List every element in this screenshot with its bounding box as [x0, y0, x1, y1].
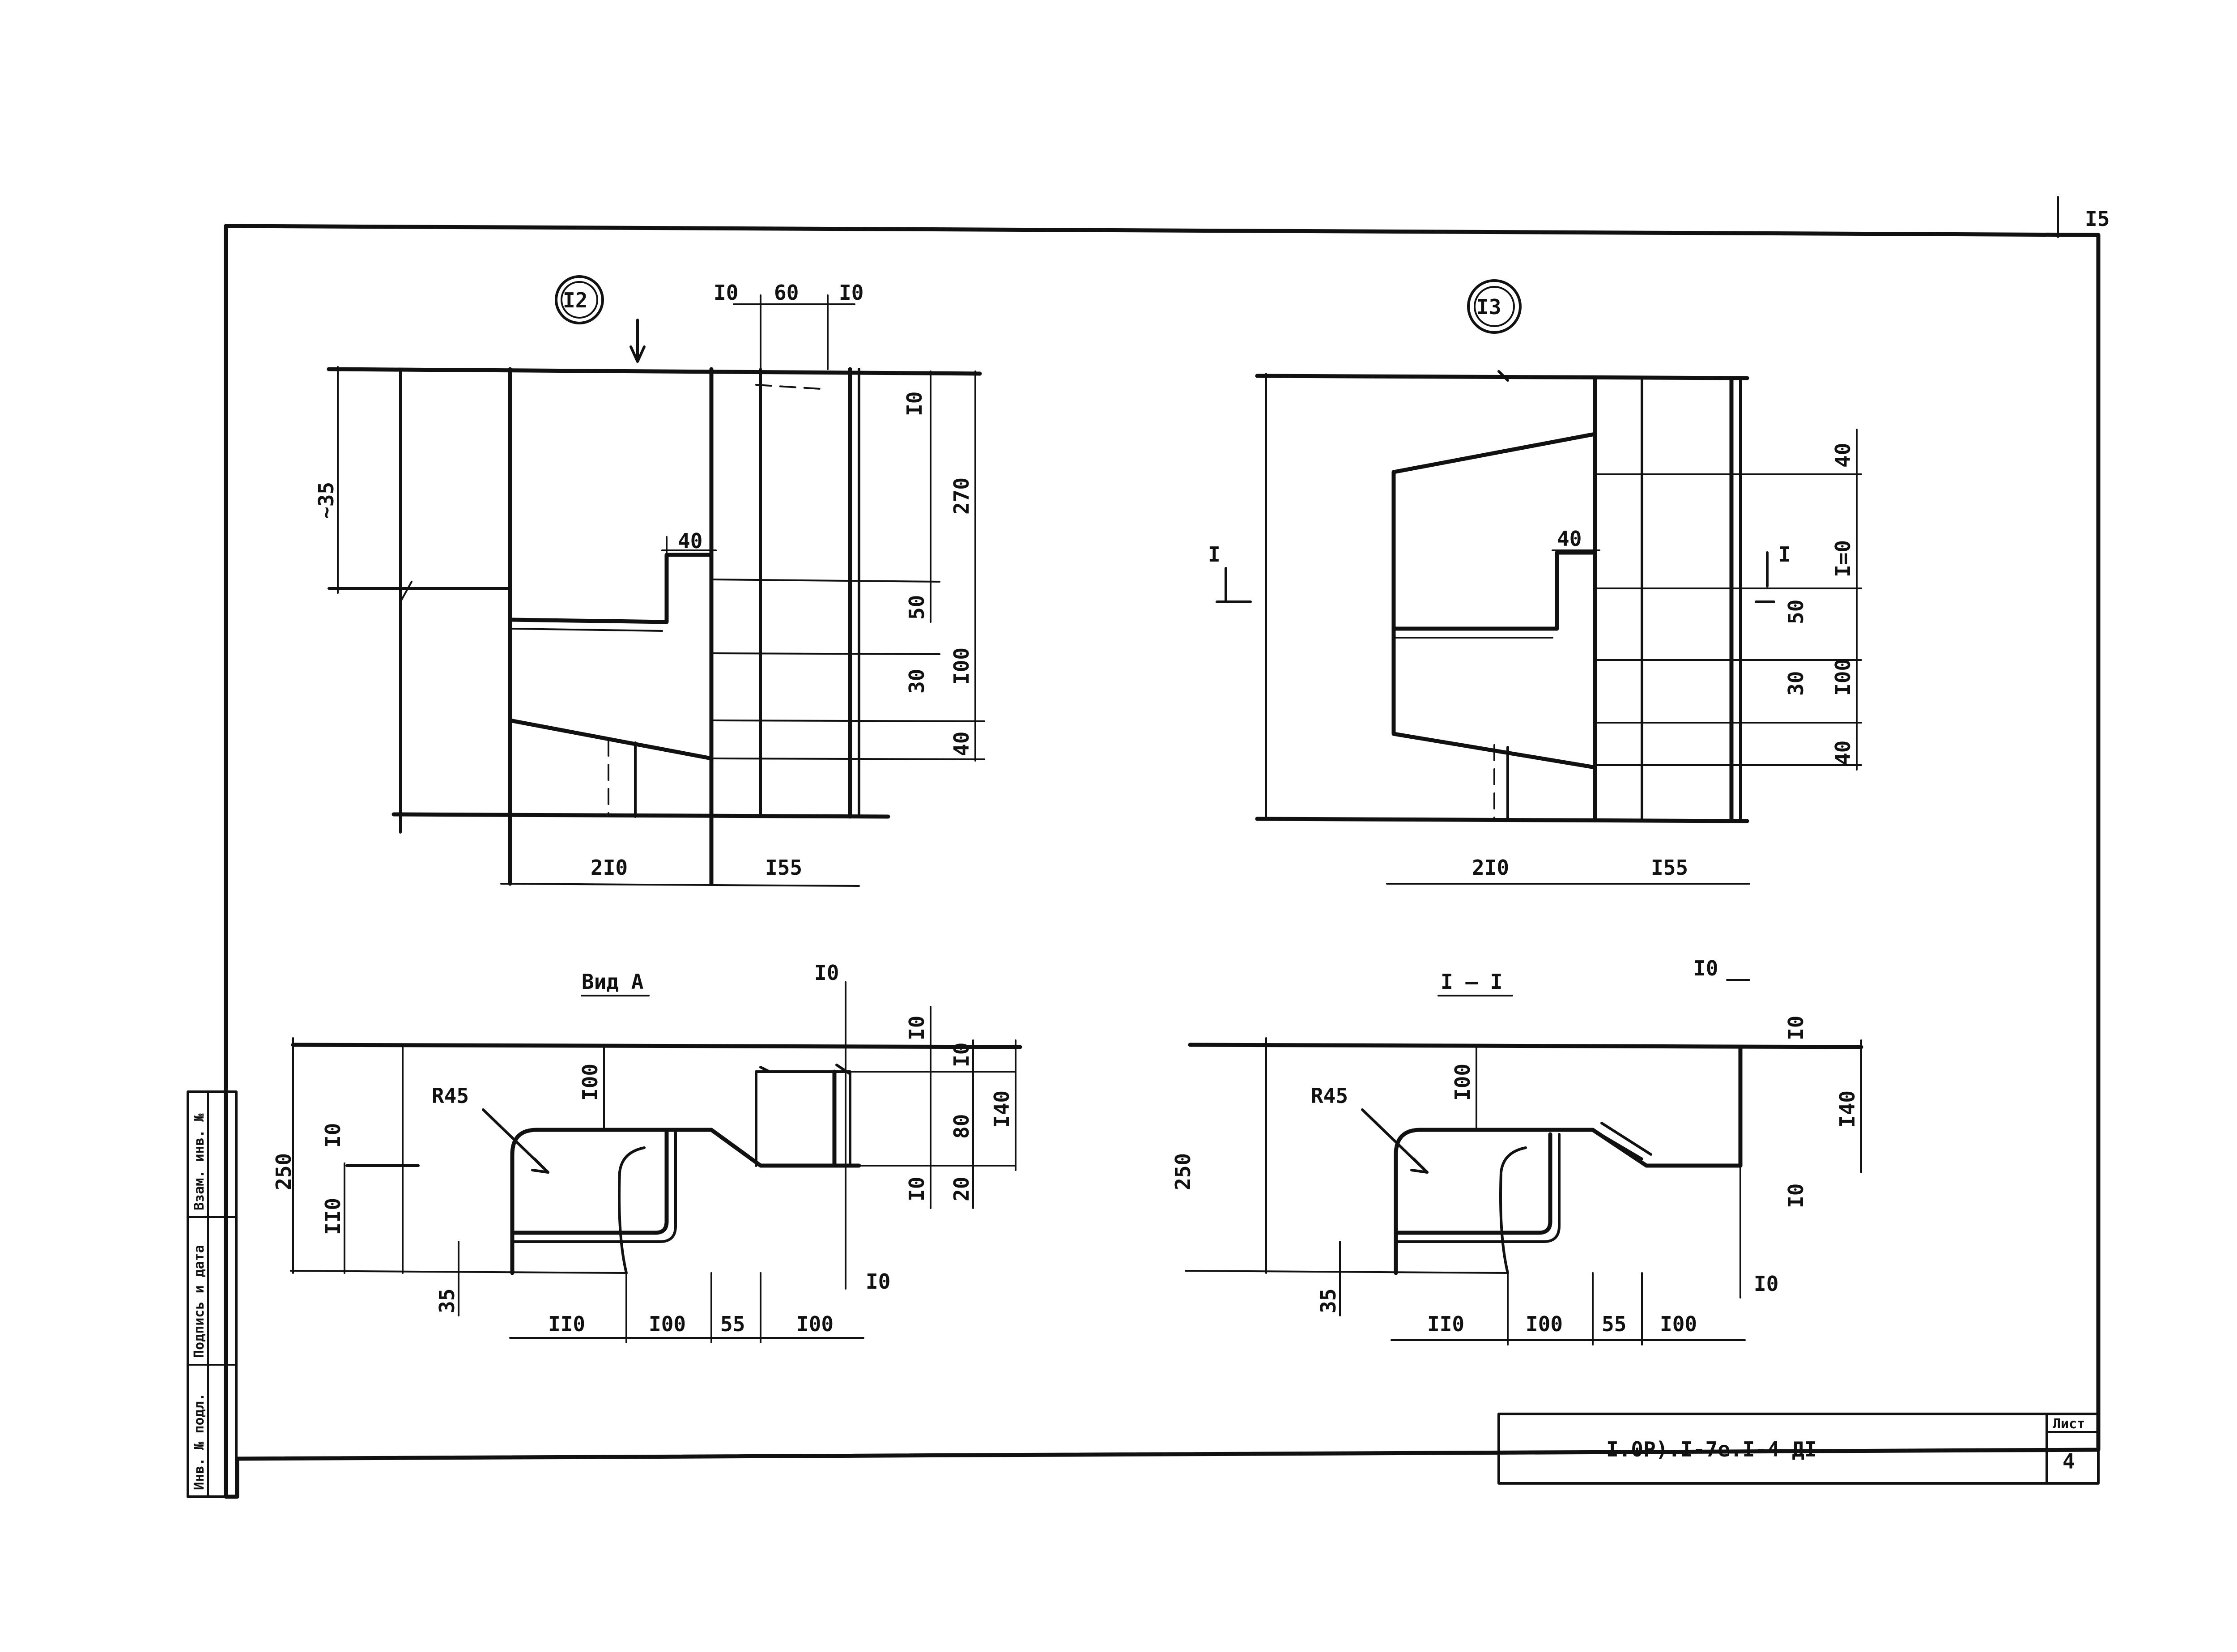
view-a-dim-b2: I00 — [649, 1312, 686, 1336]
d13-dim-r1: 40 — [1831, 443, 1855, 468]
view-a-dim-top: I0 — [814, 961, 839, 985]
section-1-1-dim-vr1: I0 — [1784, 1016, 1808, 1040]
drawing-code: I.0P).I-7e.I-4 ДI — [1606, 1437, 1817, 1461]
d12-dim-r6: 40 — [949, 732, 974, 756]
view-a-dim-vr3: 80 — [949, 1114, 974, 1139]
sheet-label: Лист — [2053, 1416, 2085, 1432]
detail-12-mark: I2 — [563, 288, 587, 312]
d13-dim-r5: I00 — [1831, 659, 1855, 696]
view-a-title: Вид А — [582, 970, 643, 994]
view-a-radius: R45 — [432, 1084, 469, 1108]
view-a-dim-100: I00 — [578, 1064, 602, 1101]
d12-dim-r5: I00 — [949, 647, 974, 685]
view-a-dim-35: 35 — [435, 1289, 459, 1313]
detail-12: I2 I0 270 50 30 I00 — [314, 275, 985, 887]
view-a-dim-vr4: I40 — [990, 1090, 1014, 1128]
section-1-1-dim-bot-r: I0 — [1754, 1272, 1778, 1296]
view-a: Вид А R45 I00 250 I0 II0 35 — [272, 961, 1022, 1343]
stamp-inv-label: Инв. № подл. — [191, 1393, 207, 1490]
view-a-dim-b1: II0 — [548, 1312, 585, 1336]
d12-dim-b1: 2I0 — [591, 856, 628, 880]
detail-13-mark: I3 — [1476, 295, 1501, 319]
section-1-1-dim-100: I00 — [1450, 1064, 1475, 1101]
d13-dim-r4: 30 — [1784, 671, 1808, 696]
page-number-text: I5 — [2085, 207, 2109, 231]
section-1-1-dim-vr2: I40 — [1835, 1090, 1859, 1128]
stamp-sign-label: Подпись и дата — [191, 1245, 207, 1358]
d12-dim-top-a: I0 — [714, 281, 738, 305]
view-a-dim-bot-r: I0 — [866, 1269, 890, 1294]
sheet-number: 4 — [2063, 1449, 2075, 1473]
d13-section-mark-left: I — [1208, 542, 1221, 566]
d12-dim-left: ~35 — [314, 482, 338, 519]
d13-section-mark-right: I — [1778, 542, 1791, 566]
d12-dim-r1: I0 — [902, 392, 927, 416]
d13-dim-b2: I55 — [1651, 856, 1688, 880]
section-1-1-title: I – I — [1441, 970, 1502, 994]
section-1-1-dim-b3: 55 — [1602, 1312, 1626, 1336]
side-stamp: Инв. № подл. Подпись и дата Взам. инв. № — [187, 1090, 238, 1498]
d12-dim-r3: 50 — [905, 595, 929, 620]
section-1-1: I – I R45 I00 250 35 I0 I0 I0 I40 I0 II0 — [1171, 956, 1863, 1345]
detail-13: I3 I I 40 I=0 50 30 I00 40 — [1208, 279, 1862, 885]
section-1-1-dim-b2: I00 — [1526, 1312, 1563, 1336]
view-a-dim-110: II0 — [321, 1198, 345, 1235]
section-1-1-dim-b4: I00 — [1660, 1312, 1697, 1336]
stamp-replace-label: Взам. инв. № — [191, 1113, 207, 1210]
view-a-dim-vr5: I0 — [905, 1177, 929, 1201]
d13-dim-b1: 2I0 — [1472, 856, 1509, 880]
view-a-dim-vr2: I0 — [949, 1043, 974, 1067]
section-1-1-dim-b1: II0 — [1427, 1312, 1464, 1336]
d12-dim-top-b: 60 — [774, 281, 799, 305]
section-1-1-dim-vr3: I0 — [1784, 1184, 1808, 1208]
d13-dim-r6: 40 — [1831, 741, 1855, 765]
d12-dim-r2: 270 — [949, 477, 974, 515]
view-a-dim-vr6: 20 — [949, 1177, 974, 1201]
d12-dim-b2: I55 — [765, 856, 802, 880]
d13-dim-step: 40 — [1557, 527, 1582, 551]
sheet-frame — [224, 224, 2101, 1499]
d13-dim-r2: I=0 — [1831, 540, 1855, 577]
title-block: I.0P).I-7e.I-4 ДI Лист 4 — [1497, 1413, 2100, 1485]
view-a-dim-vr1: I0 — [905, 1016, 929, 1040]
view-a-dim-250: 250 — [272, 1153, 296, 1190]
section-1-1-radius: R45 — [1311, 1084, 1348, 1108]
view-a-dim-b4: I00 — [796, 1312, 834, 1336]
d12-dim-r4: 30 — [905, 669, 929, 694]
d12-dim-top-c: I0 — [839, 281, 863, 305]
section-1-1-dim-250: 250 — [1171, 1153, 1195, 1190]
d12-dim-step: 40 — [678, 529, 702, 553]
view-a-dim-10: I0 — [321, 1123, 345, 1148]
d13-dim-r3: 50 — [1784, 600, 1808, 624]
view-a-dim-b3: 55 — [720, 1312, 745, 1336]
section-1-1-dim-top: I0 — [1693, 956, 1718, 980]
section-1-1-dim-35: 35 — [1316, 1289, 1340, 1313]
page-number: I5 — [2057, 196, 2109, 238]
